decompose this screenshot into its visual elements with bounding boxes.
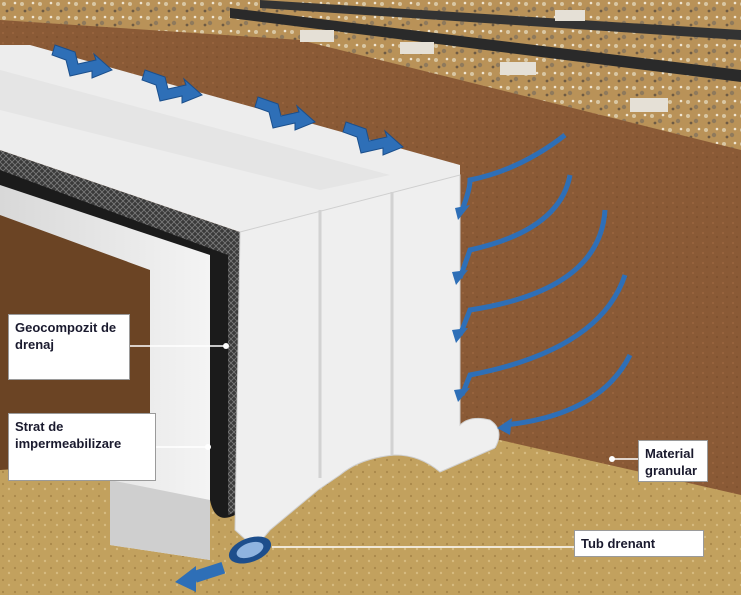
geocomposite-wall [234,174,500,549]
waterproofing-layer [0,160,235,518]
arrowheads [175,205,512,592]
drain-pipe-label: Tub drenant [574,530,704,557]
concrete-culvert [0,180,210,560]
waterproofing-label: Strat de impermeabilizare [8,413,156,481]
ballast-surface [0,0,741,150]
drain-pipe-icon [228,536,272,564]
leader-lines [130,345,638,548]
granular-material-label: Material granular [638,440,708,482]
railway-track [230,0,741,112]
outlet-arrow [192,561,226,583]
flow-arrow-icon [51,44,404,156]
leader-dots [205,343,615,462]
geocomposite-label: Geocompozit de drenaj [8,314,130,380]
lateral-flow-arrows [457,133,633,428]
